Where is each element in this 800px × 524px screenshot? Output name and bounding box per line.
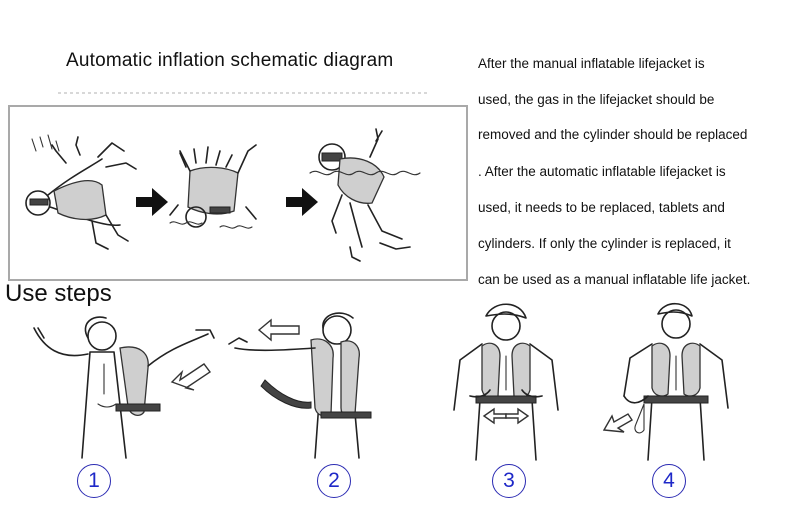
note-line-1: After the manual inflatable lifejacket i… <box>478 56 705 71</box>
floating-person-figure <box>309 128 421 262</box>
inflation-schematic-illustration <box>8 105 468 281</box>
step-number-1: 1 <box>77 464 111 498</box>
step-2-illustration <box>225 308 405 463</box>
note-line-4: . After the automatic inflatable lifejac… <box>478 164 726 179</box>
note-line-5: used, it needs to be replaced, tablets a… <box>478 200 725 215</box>
step-3-illustration <box>440 300 580 465</box>
diagram-title: Automatic inflation schematic diagram <box>66 50 394 71</box>
step-4-illustration <box>598 300 748 465</box>
step-1-illustration <box>30 308 220 463</box>
transition-arrow-1 <box>136 188 168 216</box>
note-line-6: cylinders. If only the cylinder is repla… <box>478 236 731 251</box>
use-steps-heading: Use steps <box>5 280 112 307</box>
step-number-3: 3 <box>492 464 526 498</box>
transition-arrow-2 <box>286 188 318 216</box>
step-number-2: 2 <box>317 464 351 498</box>
falling-person-figure <box>25 134 137 250</box>
note-line-2: used, the gas in the lifejacket should b… <box>478 92 715 107</box>
note-line-3: removed and the cylinder should be repla… <box>478 127 748 142</box>
title-divider <box>58 92 428 94</box>
step-number-4: 4 <box>652 464 686 498</box>
submerging-person-figure <box>169 144 257 229</box>
note-line-7: can be used as a manual inflatable life … <box>478 272 751 287</box>
